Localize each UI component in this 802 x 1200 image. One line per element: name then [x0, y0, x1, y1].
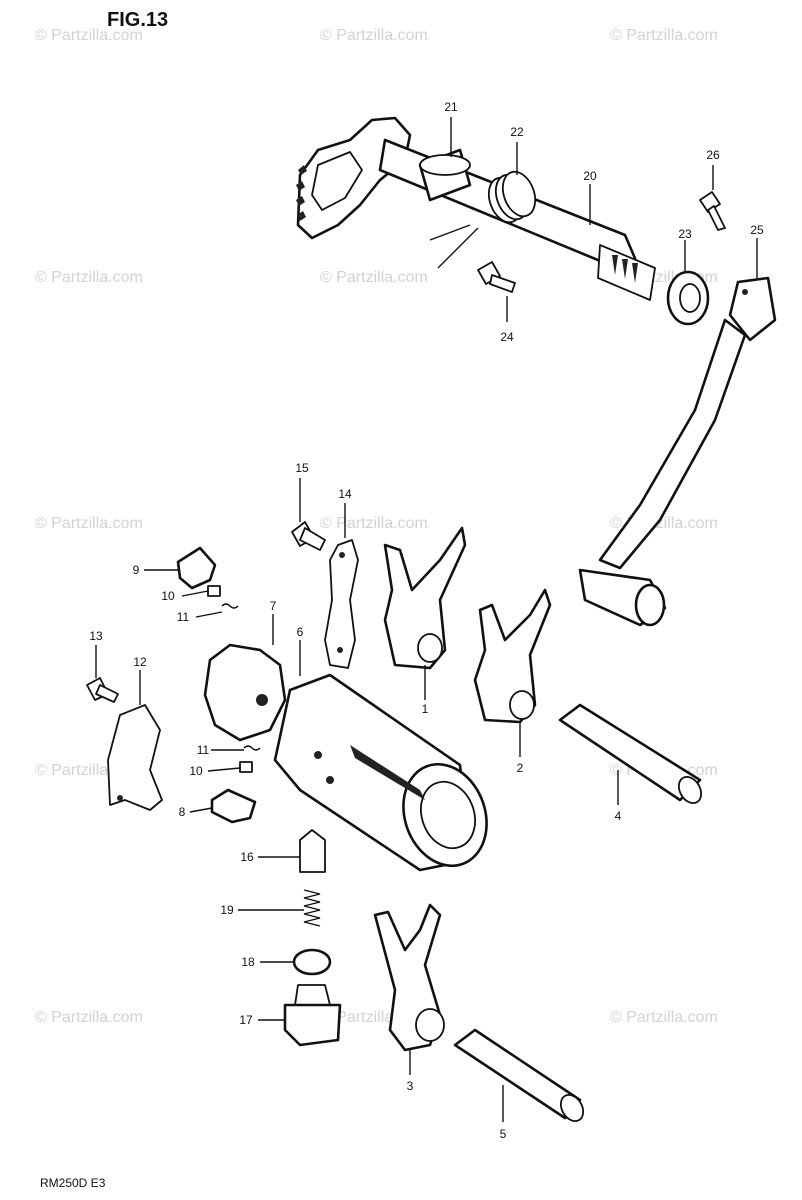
bolt-15-drawing: [291, 521, 326, 551]
part-label: 15: [295, 461, 309, 475]
part-label: 22: [510, 125, 524, 139]
watermark: © Partzilla.com: [35, 1009, 143, 1026]
watermark: © Partzilla.com: [610, 27, 718, 44]
part-label: 20: [583, 169, 597, 183]
part-label: 13: [89, 629, 103, 643]
watermark: © Partzilla.com: [320, 515, 428, 532]
bolt-13-drawing: [86, 677, 119, 703]
watermark: © Partzilla.com: [35, 27, 143, 44]
part-label: 17: [239, 1013, 253, 1027]
part-label: 12: [133, 655, 147, 669]
part-label: 8: [179, 805, 186, 819]
shift-fork-2-drawing: [473, 588, 552, 724]
watermark: © Partzilla.com: [35, 515, 143, 532]
part-label: 24: [500, 330, 514, 344]
watermark: © Partzilla.com: [320, 269, 428, 286]
fork-shaft-5-drawing: [453, 1028, 585, 1123]
plunger-16-drawing: [299, 829, 326, 873]
part-label: 6: [297, 625, 304, 639]
part-label: 23: [678, 227, 692, 241]
leader-lines: [95, 117, 758, 1122]
part-label: 11: [197, 743, 210, 757]
watermark: © Partzilla.com: [610, 1009, 718, 1026]
figure-title: FIG.13: [107, 9, 168, 31]
model-code: RM250D E3: [40, 1176, 106, 1190]
part-label: 25: [750, 223, 764, 237]
part-labels: 21 22 20 26 23 25 24 15 14 9 10 11 7 6 1…: [89, 100, 764, 1141]
part-label: 3: [407, 1079, 414, 1093]
oil-seal-23-drawing: [666, 270, 710, 326]
plug-17-drawing: [283, 984, 342, 1047]
part-label: 10: [189, 764, 203, 778]
pawl-set-upper-drawing: [176, 546, 239, 609]
stopper-plate-14-drawing: [324, 539, 359, 669]
shift-fork-3-drawing: [373, 903, 445, 1052]
bolt-24-drawing: [477, 261, 516, 293]
part-label: 10: [161, 589, 175, 603]
part-label: 16: [240, 850, 254, 864]
part-label: 2: [517, 761, 524, 775]
pawl-set-lower-drawing: [210, 745, 261, 824]
watermark: © Partzilla.com: [35, 269, 143, 286]
part-label: 5: [500, 1127, 507, 1141]
part-label: 26: [706, 148, 720, 162]
spring-19-drawing: [303, 889, 321, 927]
return-spring-drawing: [429, 170, 537, 269]
fork-shaft-4-drawing: [558, 703, 703, 805]
part-label: 11: [177, 610, 190, 624]
watermark: © Partzilla.com: [320, 27, 428, 44]
shift-drum-drawing: [273, 673, 488, 872]
gasket-18-drawing: [292, 948, 332, 976]
bolt-26-drawing: [699, 191, 726, 231]
part-label: 7: [270, 599, 277, 613]
gearshift-lever-drawing: [578, 276, 777, 627]
cam-gear-7-drawing: [203, 643, 287, 742]
part-label: 18: [241, 955, 255, 969]
part-label: 4: [615, 809, 622, 823]
guide-plate-12-drawing: [107, 704, 163, 811]
shift-fork-1-drawing: [383, 526, 467, 670]
part-label: 9: [133, 563, 140, 577]
part-label: 1: [422, 702, 429, 716]
part-label: 14: [338, 487, 352, 501]
part-label: 21: [444, 100, 458, 114]
part-label: 19: [220, 903, 234, 917]
